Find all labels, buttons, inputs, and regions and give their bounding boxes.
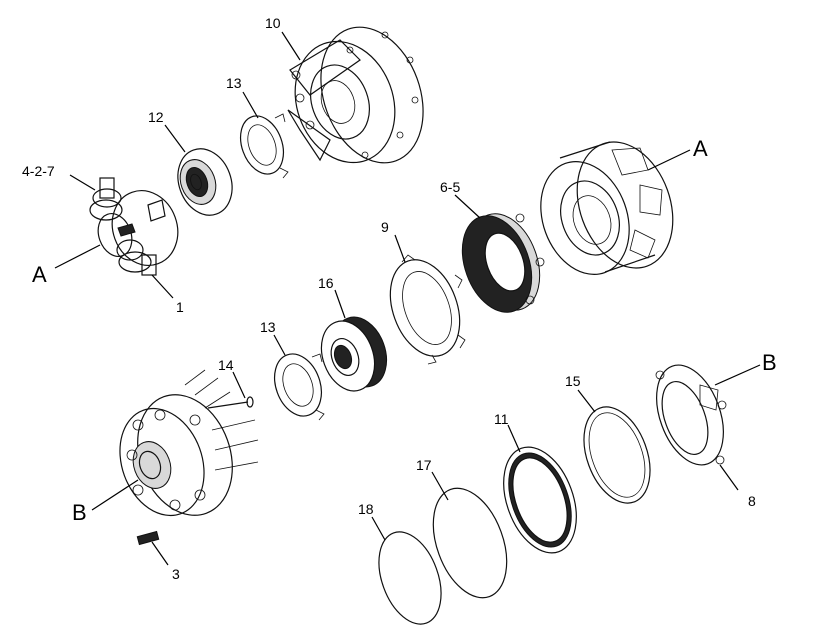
callout-8: 8 [748,493,756,509]
part-13-lower-shim [274,353,325,421]
callout-3: 3 [172,566,180,582]
callout-18: 18 [358,501,374,517]
part-a-housing-right [540,141,674,275]
part-14-bolt [207,396,254,409]
part-13-upper-shim [239,113,289,179]
part-6-5-clutch-pack [461,213,545,313]
callout-16: 16 [318,275,334,291]
part-15-seal-ring [583,406,651,504]
callout-b-right: B [762,350,777,375]
callout-12: 12 [148,109,164,125]
callout-15: 15 [565,373,581,389]
callout-13-upper: 13 [226,75,242,91]
callout-b-left: B [72,500,87,525]
part-17-o-ring [432,487,508,599]
callout-1: 1 [176,299,184,315]
part-b-hub-left [119,369,259,517]
callout-a-right: A [693,136,708,161]
callout-17: 17 [416,457,432,473]
part-16-splined-hub [320,316,388,392]
callout-11: 11 [494,411,509,427]
part-12-bearing [177,148,233,216]
callout-a-left: A [32,262,47,287]
callout-14: 14 [218,357,234,373]
part-b-cover-right [655,364,727,466]
callout-9: 9 [381,219,389,235]
part-1-differential-spider [89,177,179,276]
callout-4-2-7: 4-2-7 [22,163,55,179]
part-3-pin [136,530,160,546]
part-10-carrier-housing [287,26,424,164]
callout-10: 10 [265,15,281,31]
callout-6-5: 6-5 [440,179,460,195]
leader-lines [54,31,761,566]
part-11-seal [503,446,577,554]
part-18-o-ring [378,531,442,625]
part-9-separator-plate [389,254,466,365]
callout-labels: 10 13 12 4-2-7 A 1 A 6-5 9 16 13 14 B B … [22,15,777,582]
callout-13-lower: 13 [260,319,276,335]
